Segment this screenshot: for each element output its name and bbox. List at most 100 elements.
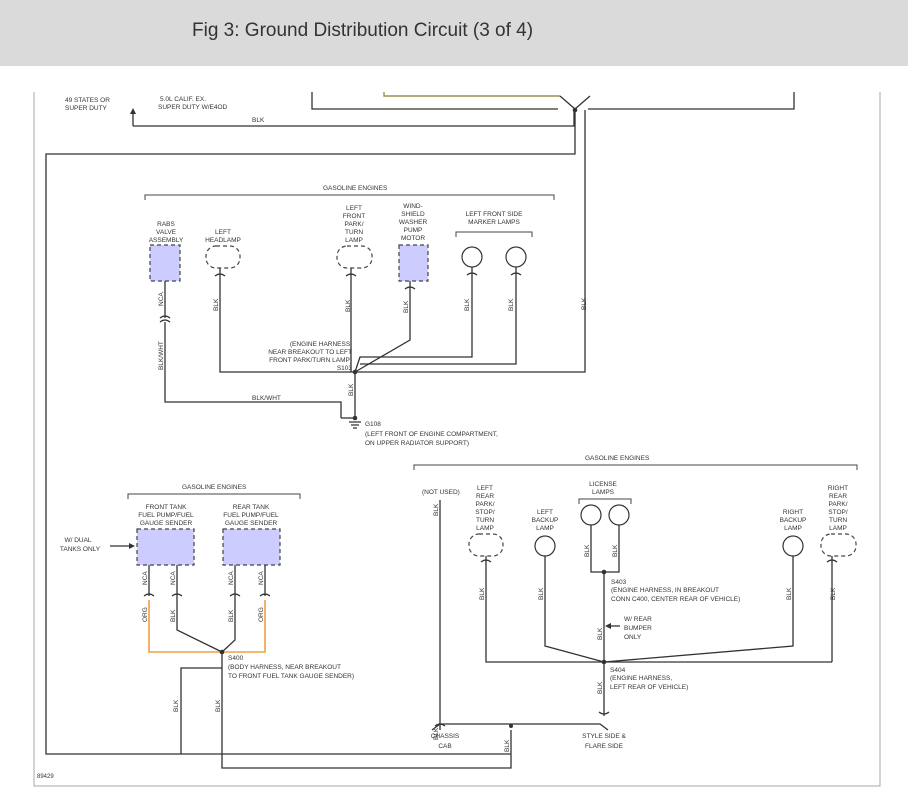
svg-text:ORG: ORG xyxy=(258,607,265,622)
marker-lamp-1-wire xyxy=(354,267,478,373)
svg-text:LICENSE: LICENSE xyxy=(589,481,617,488)
left-backup-wire xyxy=(544,556,605,663)
right-rear-park-wire xyxy=(826,556,838,662)
svg-text:LAMP: LAMP xyxy=(784,525,802,532)
svg-text:BLK: BLK xyxy=(433,503,440,516)
left-rear-park-wire xyxy=(480,556,832,663)
rabs-valve-assembly xyxy=(149,244,181,282)
rear-tank-fuel-pump-sender xyxy=(222,528,281,566)
left-backup-lamp xyxy=(534,535,556,557)
svg-text:HEADLAMP: HEADLAMP xyxy=(205,237,241,244)
svg-text:LEFT REAR OF VEHICLE): LEFT REAR OF VEHICLE) xyxy=(610,684,688,691)
headlamp-wire xyxy=(214,268,355,373)
svg-text:BACKUP: BACKUP xyxy=(532,517,559,524)
marker-lamp-2-wire xyxy=(360,267,522,365)
svg-text:FRONT TANK: FRONT TANK xyxy=(146,504,187,511)
svg-text:CONN C400, CENTER REAR OF VEHI: CONN C400, CENTER REAR OF VEHICLE) xyxy=(611,596,740,603)
label-calif: 5.0L CALIF. EX. xyxy=(160,96,206,103)
svg-text:S103: S103 xyxy=(337,365,353,372)
org-wire-front xyxy=(148,600,222,653)
left-front-park-lamp xyxy=(336,245,373,269)
top-connector-bar-right xyxy=(588,92,795,110)
svg-text:(NOT USED): (NOT USED) xyxy=(422,489,460,496)
label-super-duty-e4od: SUPER DUTY W/E4OD xyxy=(158,104,228,111)
svg-text:PARK/: PARK/ xyxy=(475,501,494,508)
svg-text:FRONT: FRONT xyxy=(343,213,365,220)
splice-branches xyxy=(559,95,591,110)
header-bar: Fig 3: Ground Distribution Circuit (3 of… xyxy=(0,0,908,66)
svg-text:NEAR BREAKOUT TO LEFT: NEAR BREAKOUT TO LEFT xyxy=(268,349,352,356)
svg-text:S400: S400 xyxy=(228,655,244,662)
svg-text:STYLE SIDE &: STYLE SIDE & xyxy=(582,733,626,740)
svg-text:REAR TANK: REAR TANK xyxy=(233,504,270,511)
license-lamp-1 xyxy=(580,504,602,526)
svg-text:SHIELD: SHIELD xyxy=(401,211,425,218)
svg-text:BLK: BLK xyxy=(479,587,486,600)
gasoline-engines-upper: GASOLINE ENGINES xyxy=(323,185,388,192)
svg-text:LEFT: LEFT xyxy=(346,205,362,212)
right-backup-lamp xyxy=(782,535,804,557)
ground-symbol-g108 xyxy=(349,421,361,429)
svg-text:BLK: BLK xyxy=(786,587,793,600)
svg-text:LAMP: LAMP xyxy=(476,525,494,532)
svg-text:LAMP: LAMP xyxy=(536,525,554,532)
svg-text:G108: G108 xyxy=(365,421,381,428)
svg-text:S404: S404 xyxy=(610,667,626,674)
svg-text:WIND-: WIND- xyxy=(403,203,423,210)
svg-text:S403: S403 xyxy=(611,579,627,586)
svg-text:NCA: NCA xyxy=(228,571,235,585)
main-ground-trunk xyxy=(45,112,576,755)
svg-text:RIGHT: RIGHT xyxy=(783,509,803,516)
label-49-states: 49 STATES OR xyxy=(65,97,110,104)
svg-text:BLK: BLK xyxy=(830,587,837,600)
windshield-washer-pump-motor xyxy=(398,244,429,282)
park-lamp-wire xyxy=(345,268,357,372)
wire-blk-s103: BLK xyxy=(581,297,588,310)
svg-text:ONLY: ONLY xyxy=(624,634,642,641)
left-front-marker-lamp-2 xyxy=(505,246,527,268)
svg-text:VALVE: VALVE xyxy=(156,229,177,236)
svg-text:REAR: REAR xyxy=(829,493,847,500)
top-connector-bar xyxy=(311,92,558,110)
svg-text:LAMP: LAMP xyxy=(829,525,847,532)
blk-top-wire xyxy=(133,110,575,127)
svg-text:W/ REAR: W/ REAR xyxy=(624,616,652,623)
left-headlamp xyxy=(205,245,241,269)
chassis-selector-bar xyxy=(431,723,609,731)
svg-text:REAR: REAR xyxy=(476,493,494,500)
svg-text:FUEL PUMP/FUEL: FUEL PUMP/FUEL xyxy=(138,512,194,519)
svg-text:LEFT: LEFT xyxy=(215,229,231,236)
svg-text:BLK: BLK xyxy=(170,609,177,622)
svg-text:NCA: NCA xyxy=(142,571,149,585)
svg-text:(ENGINE HARNESS,: (ENGINE HARNESS, xyxy=(610,675,672,682)
svg-text:BLK: BLK xyxy=(345,299,352,312)
svg-text:(BODY HARNESS, NEAR BREAKOUT: (BODY HARNESS, NEAR BREAKOUT xyxy=(228,664,341,671)
svg-text:BLK/WHT: BLK/WHT xyxy=(158,341,165,370)
svg-text:PARK/: PARK/ xyxy=(828,501,847,508)
svg-text:BLK: BLK xyxy=(348,383,355,396)
svg-text:LEFT: LEFT xyxy=(537,509,553,516)
page-title: Fig 3: Ground Distribution Circuit (3 of… xyxy=(192,20,534,41)
svg-text:(LEFT FRONT OF ENGINE COMPARTM: (LEFT FRONT OF ENGINE COMPARTMENT, xyxy=(365,431,498,438)
wire-blk-top: BLK xyxy=(252,117,265,124)
diagram-border xyxy=(33,92,881,787)
svg-text:TURN: TURN xyxy=(345,229,363,236)
svg-text:RIGHT: RIGHT xyxy=(828,485,848,492)
label-super-duty: SUPER DUTY xyxy=(65,105,108,112)
svg-text:GAUGE SENDER: GAUGE SENDER xyxy=(140,520,193,527)
washer-wire xyxy=(354,281,416,373)
s404-down-wire xyxy=(598,662,610,716)
svg-text:BLK: BLK xyxy=(213,298,220,311)
svg-text:NCA: NCA xyxy=(258,571,265,585)
rabs-wire xyxy=(159,281,342,418)
svg-text:BLK: BLK xyxy=(403,300,410,313)
svg-text:(ENGINE HARNESS, IN BREAKOUT: (ENGINE HARNESS, IN BREAKOUT xyxy=(611,587,719,594)
svg-text:CAB: CAB xyxy=(438,743,451,750)
svg-text:MARKER LAMPS: MARKER LAMPS xyxy=(468,219,520,226)
svg-text:BLK: BLK xyxy=(538,587,545,600)
svg-text:BUMPER: BUMPER xyxy=(624,625,652,632)
svg-text:BLK: BLK xyxy=(597,627,604,640)
not-used-wire xyxy=(434,500,446,730)
svg-text:GAUGE SENDER: GAUGE SENDER xyxy=(225,520,278,527)
